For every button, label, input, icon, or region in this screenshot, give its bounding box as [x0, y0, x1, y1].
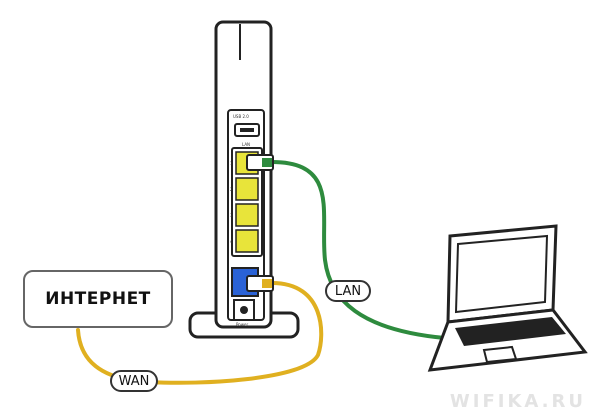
laptop-keyboard: [455, 317, 566, 346]
lan-port-group: [231, 147, 263, 257]
lan-port-number: 3: [230, 213, 233, 218]
lan-ports-label: LAN: [242, 142, 250, 147]
lan-cable: [270, 160, 447, 340]
internet-label: ИНТЕРНЕТ: [45, 289, 151, 309]
watermark: WIFIKA.RU: [449, 391, 586, 412]
wan-label: WAN: [118, 373, 150, 389]
wan-label-pill: WAN: [110, 370, 158, 392]
internet-node: ИНТЕРНЕТ: [23, 270, 173, 328]
power-label: Power: [236, 322, 248, 327]
lan-label-pill: LAN: [325, 280, 371, 302]
wan-cable: [76, 281, 324, 385]
router: USB 2.0 LAN 1 2 3 4 Power: [188, 20, 300, 339]
lan-label: LAN: [334, 283, 362, 299]
lan-port-2: [235, 177, 259, 201]
lan-port-3: [235, 203, 259, 227]
lan-port-number: 2: [230, 187, 233, 192]
usb-port-label: USB 2.0: [233, 114, 249, 119]
laptop-touchpad: [482, 345, 518, 364]
lan-port-number: 4: [230, 239, 233, 244]
lan-port-number: 1: [230, 161, 233, 166]
laptop: [427, 224, 588, 372]
lan-port-4: [235, 229, 259, 253]
